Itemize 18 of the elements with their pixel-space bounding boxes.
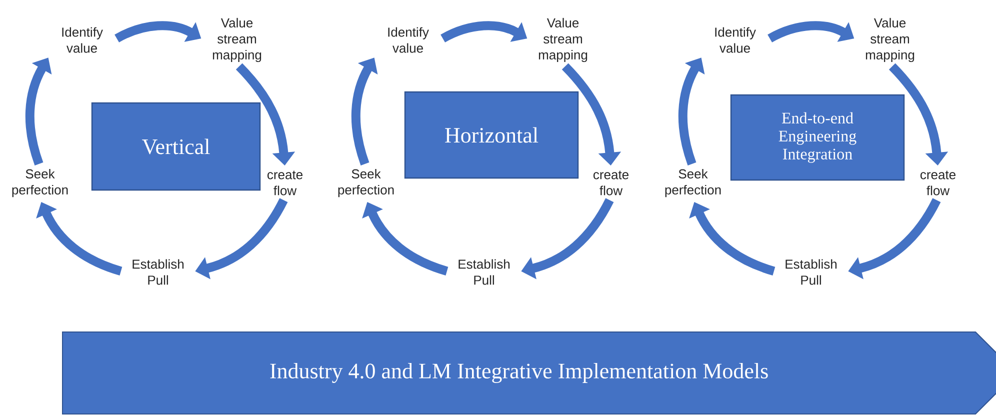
title-box: Vertical xyxy=(91,102,261,191)
step-label: create flow xyxy=(594,170,628,196)
step-label: Identify value xyxy=(715,27,756,53)
step-label: Seek perfection xyxy=(338,168,394,198)
title-box: End-to-end Engineering Integration xyxy=(730,94,905,181)
step-label: Establish Pull xyxy=(458,259,510,285)
step-label: Seek perfection xyxy=(12,168,68,198)
step-label: Value stream mapping xyxy=(538,18,588,62)
step-label: Establish Pull xyxy=(786,259,837,285)
step-label: create flow xyxy=(920,170,956,196)
step-label: Value stream mapping xyxy=(866,18,914,62)
title-box: Horizontal xyxy=(404,91,579,179)
step-label: Seek perfection xyxy=(665,168,721,198)
step-label: create flow xyxy=(268,170,302,196)
step-label: Identify value xyxy=(388,27,429,53)
step-label: Value stream mapping xyxy=(212,18,262,62)
step-label: Establish Pull xyxy=(132,259,184,285)
step-label: Identify value xyxy=(62,27,103,53)
